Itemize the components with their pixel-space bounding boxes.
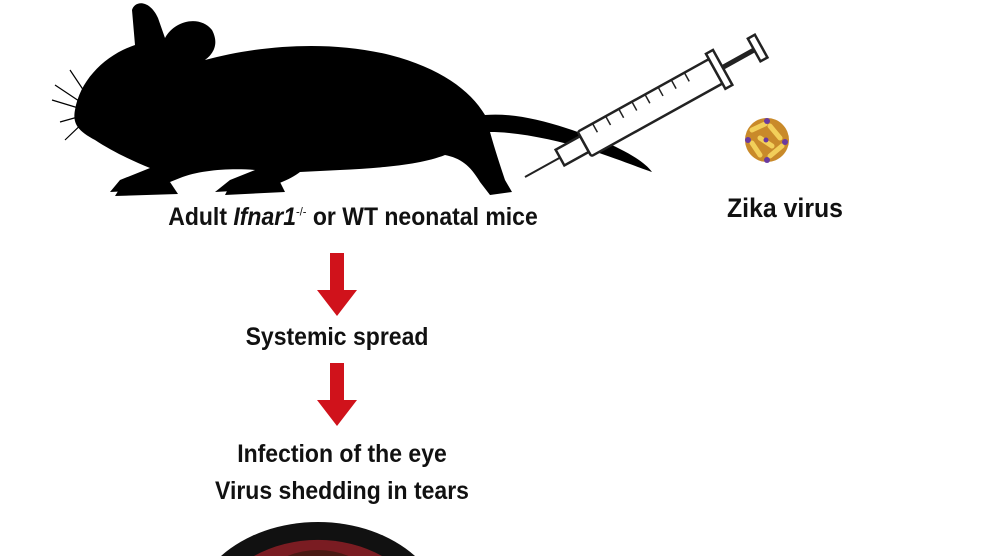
mouse-label-superscript: -/- <box>296 204 307 219</box>
mouse-label: Adult Ifnar1-/- or WT neonatal mice <box>116 203 591 232</box>
step-eye-infection: Infection of the eye <box>237 440 447 468</box>
whiskers-icon <box>51 69 91 141</box>
zika-virus-icon <box>745 118 789 163</box>
eye-icon <box>221 521 415 556</box>
mouse-silhouette-icon <box>74 3 652 196</box>
step-systemic-spread: Systemic spread <box>245 323 429 351</box>
arrow-down-icon <box>317 363 357 426</box>
step-tear-shedding: Virus shedding in tears <box>215 477 469 505</box>
syringe-icon <box>524 33 770 178</box>
mouse-label-gene: Ifnar1 <box>233 203 297 231</box>
mouse-label-suffix: or WT neonatal mice <box>306 203 538 231</box>
mouse-label-prefix: Adult <box>168 203 234 231</box>
virus-label: Zika virus <box>727 193 843 223</box>
arrow-down-icon <box>317 253 357 316</box>
